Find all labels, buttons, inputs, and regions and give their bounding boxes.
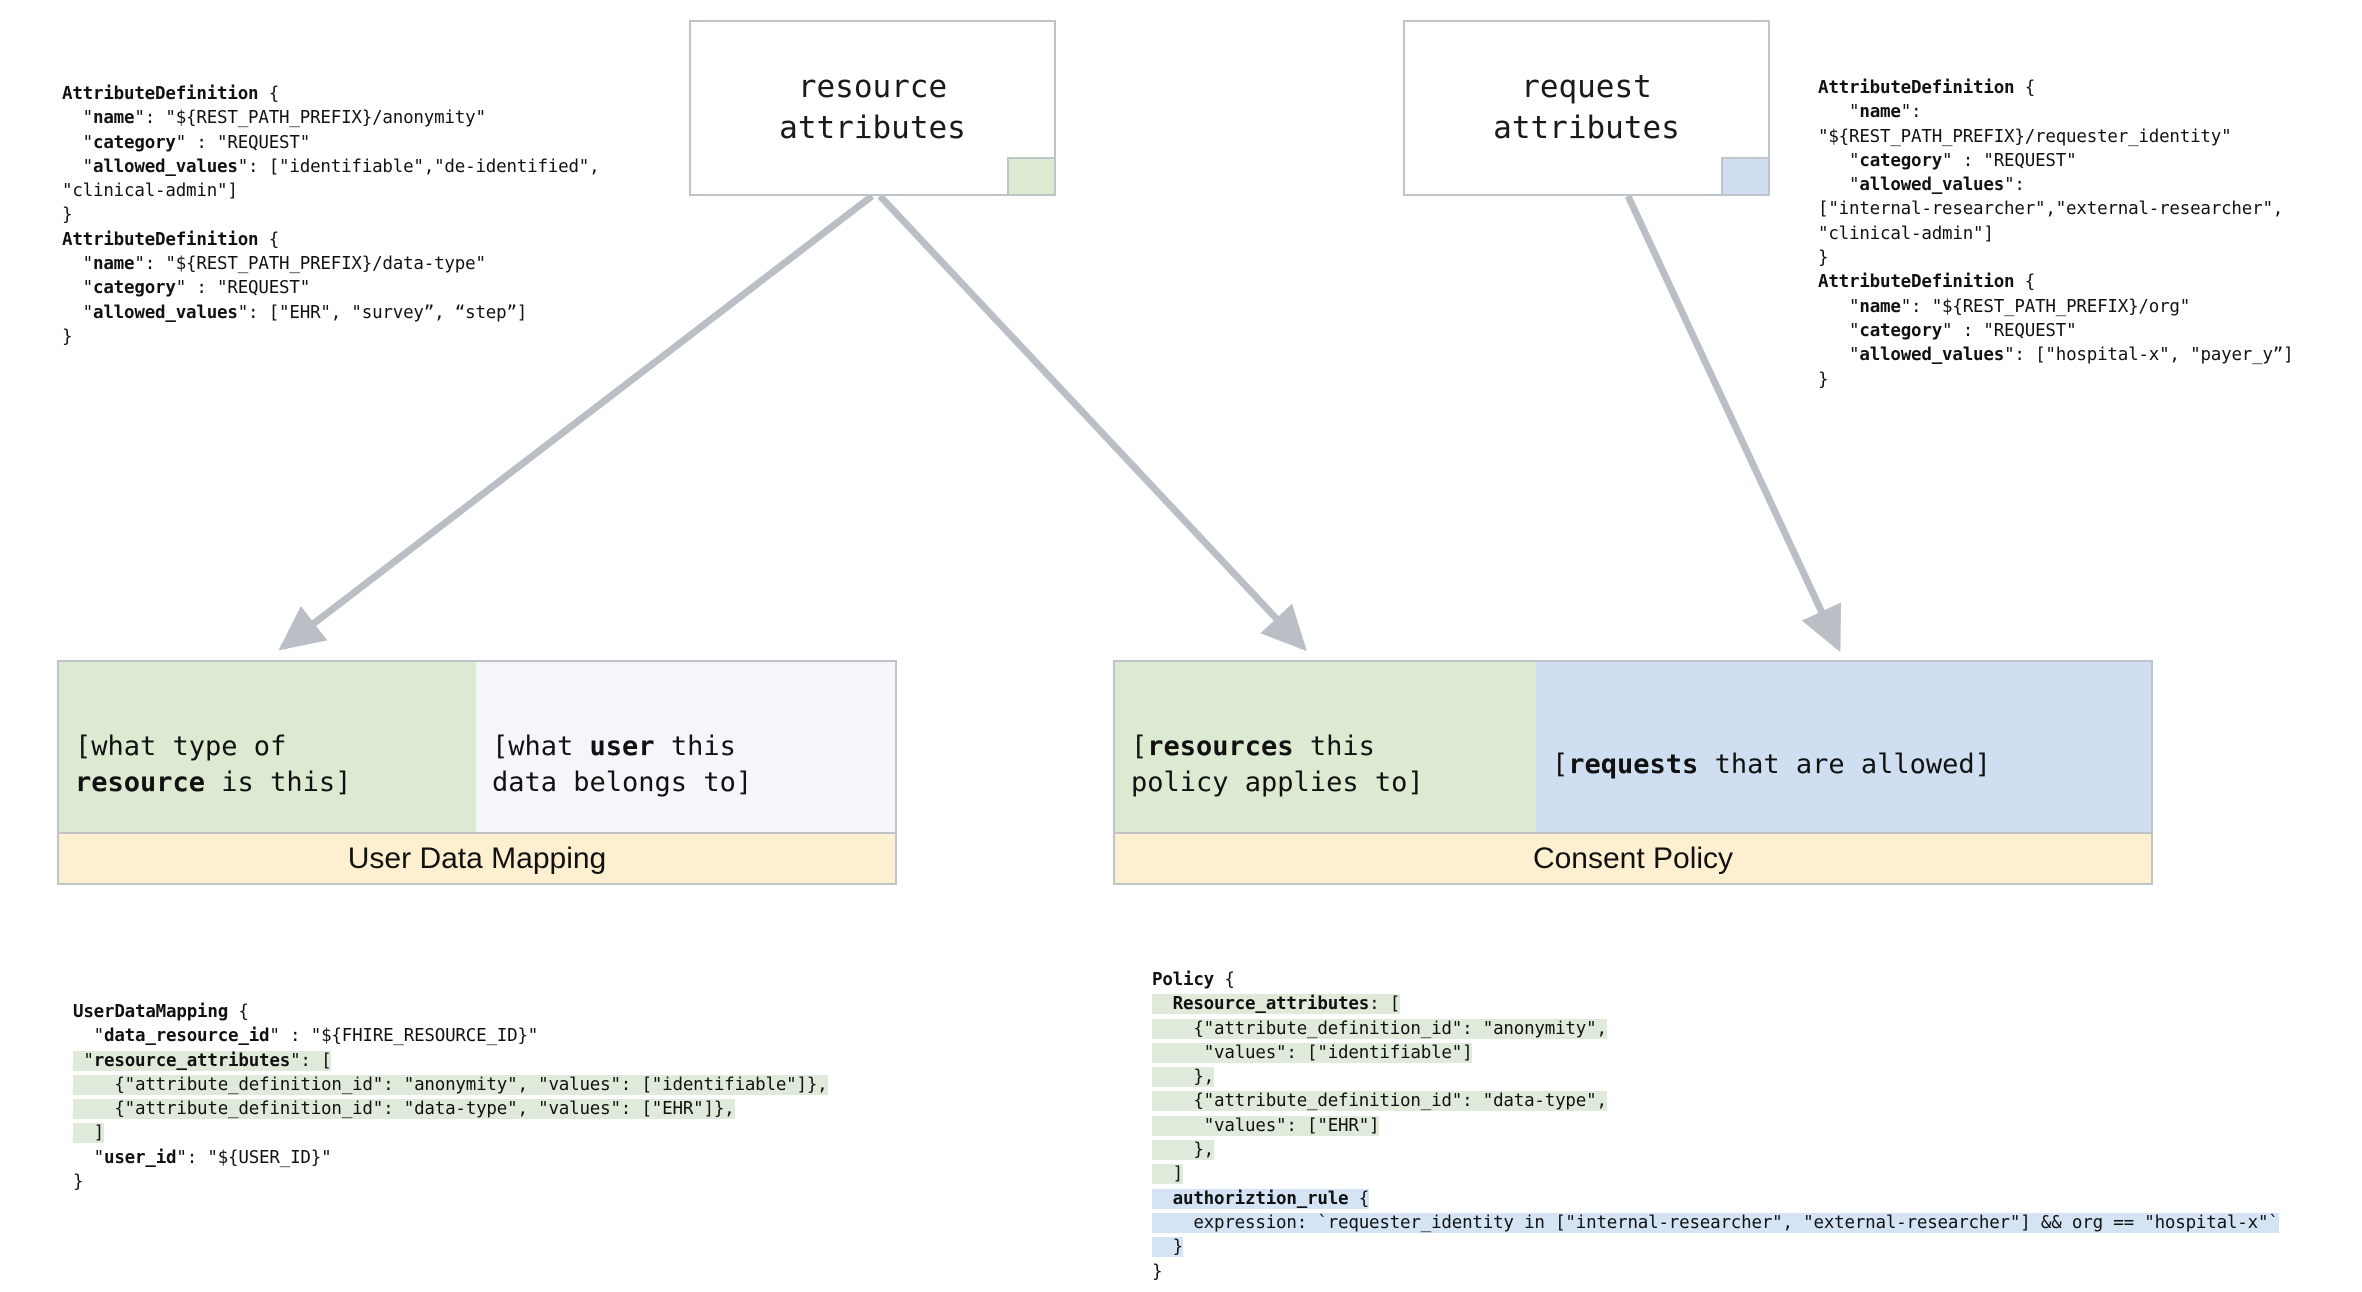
- policy-resources-text-part-2: this policy applies to]: [1131, 731, 1424, 798]
- code-line: "name": "${REST_PATH_PREFIX}/data-type": [62, 254, 486, 275]
- user-owner-cell[interactable]: [what user this data belongs to]: [476, 662, 895, 832]
- user-owner-text-part-1: [what: [492, 731, 590, 763]
- policy-requests-text-bold: requests: [1568, 749, 1699, 780]
- code-line: "data_resource_id" : "${FHIRE_RESOURCE_I…: [73, 1026, 539, 1047]
- code-line: {"attribute_definition_id": "data-type",: [1152, 1091, 1607, 1112]
- request-attributes-color-swatch: [1721, 157, 1770, 196]
- code-line: }: [62, 205, 73, 226]
- code-line: }: [1152, 1261, 1163, 1282]
- code-line: ["internal-researcher","external-researc…: [1818, 199, 2284, 220]
- code-line: }: [1152, 1237, 1184, 1258]
- user-owner-text-part-2: this data belongs to]: [492, 731, 753, 798]
- code-line: {"attribute_definition_id": "anonymity",: [1152, 1018, 1607, 1039]
- policy-requests-cell-text: [requests that are allowed]: [1552, 711, 1991, 782]
- resource-type-text-bold: resource: [75, 766, 206, 798]
- resource-type-text-part-2: is this]: [205, 766, 352, 798]
- consent-policy-footer: Consent Policy: [1115, 832, 2151, 883]
- consent-policy-code: Policy { Resource_attributes: [ {"attrib…: [1152, 968, 2362, 1284]
- code-line: AttributeDefinition {: [62, 229, 280, 250]
- user-data-mapping-body: [what type of resource is this] [what us…: [59, 662, 895, 832]
- policy-resources-text-bold: resources: [1147, 731, 1294, 763]
- arrow-request-to-consent-policy: [1624, 194, 1842, 653]
- arrow-resource-to-consent-policy: [877, 193, 1307, 652]
- code-line: UserDataMapping {: [73, 1002, 249, 1022]
- code-line: ]: [73, 1123, 105, 1144]
- code-line: "allowed_values": ["identifiable","de-id…: [62, 156, 600, 177]
- policy-resources-cell[interactable]: [resources this policy applies to]: [1115, 662, 1536, 832]
- user-data-mapping-code: UserDataMapping { "data_resource_id" : "…: [73, 1000, 973, 1194]
- code-line: },: [1152, 1067, 1215, 1088]
- resource-attributes-label: resource attributes: [779, 69, 966, 146]
- code-line: }: [1818, 369, 1829, 390]
- code-line: Policy {: [1152, 970, 1235, 990]
- code-line: "user_id": "${USER_ID}": [73, 1147, 332, 1168]
- policy-resources-text-part-1: [: [1131, 731, 1148, 763]
- code-line: {"attribute_definition_id": "data-type",…: [73, 1099, 735, 1120]
- resource-type-cell[interactable]: [what type of resource is this]: [59, 662, 476, 832]
- policy-resources-cell-text: [resources this policy applies to]: [1131, 694, 1424, 801]
- code-line: "category" : "REQUEST": [1818, 320, 2077, 341]
- code-line: AttributeDefinition {: [1818, 272, 2036, 293]
- user-data-mapping-footer: User Data Mapping: [59, 832, 895, 883]
- code-line: ]: [1152, 1164, 1184, 1185]
- code-line: }: [62, 326, 73, 347]
- code-line: "resource_attributes": [: [73, 1050, 332, 1071]
- policy-requests-cell[interactable]: [requests that are allowed]: [1536, 662, 2151, 832]
- consent-policy-card[interactable]: [resources this policy applies to] [requ…: [1113, 660, 2153, 885]
- code-line: "category" : "REQUEST": [62, 132, 311, 153]
- code-line: AttributeDefinition {: [1818, 78, 2036, 98]
- consent-policy-footer-label: Consent Policy: [1532, 841, 1734, 875]
- resource-attributes-box[interactable]: resource attributes: [689, 20, 1056, 196]
- user-data-mapping-footer-label: User Data Mapping: [347, 841, 607, 875]
- code-line: "values": ["identifiable"]: [1152, 1042, 1473, 1063]
- code-line: "clinical-admin"]: [62, 181, 238, 202]
- code-line: "name": "${REST_PATH_PREFIX}/org": [1818, 296, 2191, 317]
- code-line: "name":: [1818, 102, 1922, 123]
- code-line: "clinical-admin"]: [1818, 223, 1994, 244]
- user-owner-cell-text: [what user this data belongs to]: [492, 694, 752, 801]
- code-line: }: [1818, 248, 1829, 269]
- code-line: {"attribute_definition_id": "anonymity",…: [73, 1074, 828, 1095]
- request-attribute-definitions-code: AttributeDefinition { "name": "${REST_PAT…: [1818, 76, 2358, 392]
- user-data-mapping-card[interactable]: [what type of resource is this] [what us…: [57, 660, 897, 885]
- request-attributes-box[interactable]: request attributes: [1403, 20, 1770, 196]
- code-line: "allowed_values":: [1818, 175, 2025, 196]
- code-line: "allowed_values": ["hospital-x", "payer_…: [1818, 345, 2294, 366]
- policy-requests-text-part-2: that are allowed]: [1698, 749, 1991, 780]
- code-line: authoriztion_rule {: [1152, 1187, 2362, 1211]
- code-line: "${REST_PATH_PREFIX}/requester_identity": [1818, 126, 2232, 147]
- request-attributes-label: request attributes: [1493, 69, 1680, 146]
- code-line: },: [1152, 1140, 1215, 1161]
- code-line: "values": ["EHR"]: [1152, 1115, 1380, 1136]
- policy-requests-text-part-1: [: [1552, 749, 1569, 780]
- code-line: "allowed_values": ["EHR", "survey”, “ste…: [62, 302, 528, 323]
- code-line: }: [73, 1172, 84, 1193]
- code-line: "category" : "REQUEST": [62, 278, 311, 299]
- resource-type-cell-text: [what type of resource is this]: [75, 694, 351, 801]
- code-line: AttributeDefinition {: [62, 84, 280, 104]
- code-line: "name": "${REST_PATH_PREFIX}/anonymity": [62, 108, 486, 129]
- resource-attributes-color-swatch: [1007, 157, 1056, 196]
- resource-type-text-part-1: [what type of: [75, 731, 287, 763]
- code-line: Resource_attributes: [: [1152, 992, 2362, 1016]
- code-line: expression: `requester_identity in ["int…: [1152, 1212, 2279, 1233]
- consent-policy-body: [resources this policy applies to] [requ…: [1115, 662, 2151, 832]
- user-owner-text-bold: user: [589, 731, 655, 763]
- code-line: "category" : "REQUEST": [1818, 150, 2077, 171]
- resource-attribute-definitions-code: AttributeDefinition { "name": "${REST_PA…: [62, 82, 682, 349]
